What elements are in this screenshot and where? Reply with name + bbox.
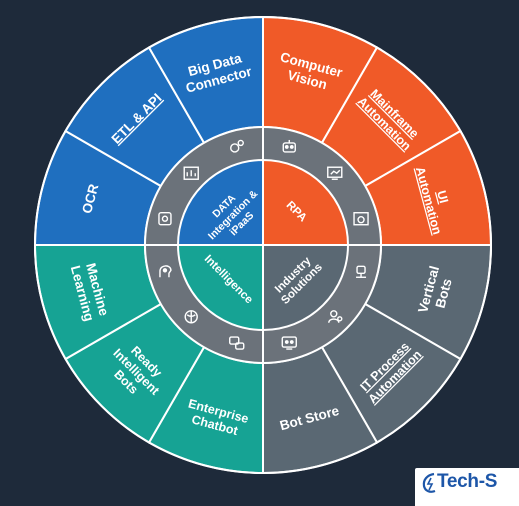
core-industry xyxy=(262,244,350,332)
ocr-icon xyxy=(158,212,172,226)
gears-icon xyxy=(230,139,244,153)
brand-name: Tech-S xyxy=(437,471,498,492)
core-rpa xyxy=(262,158,350,246)
monitor-icon xyxy=(327,166,343,180)
ai-head-icon xyxy=(159,265,172,278)
wheel-outline xyxy=(34,16,492,474)
chat-bot-icon xyxy=(229,336,245,350)
robot-screen-icon xyxy=(281,336,297,350)
core-data xyxy=(176,158,264,246)
chart-icon xyxy=(183,166,199,180)
bot-network-icon xyxy=(356,265,367,278)
user-settings-icon xyxy=(328,310,343,323)
core-intelligence xyxy=(176,244,264,332)
tech-logo-icon xyxy=(422,472,436,493)
robot-icon xyxy=(282,139,296,153)
brain-icon xyxy=(184,310,198,324)
segment-label-industry-1: VerticalBots xyxy=(415,264,457,318)
gear-window-icon xyxy=(353,212,369,226)
brand-badge: Tech-S xyxy=(415,468,519,506)
